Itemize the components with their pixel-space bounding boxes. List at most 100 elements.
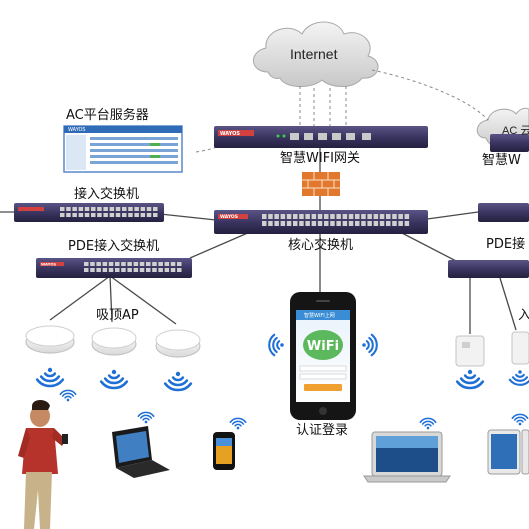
wifi-signal-icon <box>268 333 284 357</box>
switch-port <box>78 207 84 211</box>
switch-port <box>299 221 304 226</box>
panel-ap-2 <box>511 331 529 365</box>
switch-port <box>268 214 273 219</box>
switch-port <box>60 213 65 217</box>
switch-port <box>398 221 403 226</box>
small-phone <box>213 432 235 470</box>
switch-port <box>139 262 145 266</box>
switch-port <box>274 221 279 226</box>
switch-port <box>146 262 151 266</box>
switch-port <box>404 214 410 219</box>
wifi-signal-icon <box>137 411 155 424</box>
phone-wifi-logo: WiFi <box>307 339 339 354</box>
ac-server-screen: WAYOS <box>63 125 183 173</box>
switch-port <box>262 214 267 219</box>
access-switch-label: 接入交换机 <box>74 187 140 202</box>
wifi-gateway-device-right <box>490 134 529 152</box>
switch-port <box>324 214 329 219</box>
switch-port <box>392 214 397 219</box>
switch-port <box>108 262 114 266</box>
wifi-gateway-brand: WAYOS <box>220 131 240 137</box>
switch-port <box>90 262 95 266</box>
laptop-center <box>363 431 451 483</box>
switch-port <box>128 213 133 217</box>
ac-server-brand: WAYOS <box>68 127 86 133</box>
wifi-signal-icon <box>163 371 193 392</box>
switch-port <box>330 214 335 219</box>
switch-port <box>336 221 341 226</box>
switch-port <box>398 214 403 219</box>
switch-port <box>330 221 335 226</box>
switch-port <box>386 221 391 226</box>
wifi-signal-icon <box>455 369 485 390</box>
switch-port <box>60 207 65 211</box>
switch-port <box>348 221 354 226</box>
switch-port <box>293 214 298 219</box>
switch-port <box>72 207 77 211</box>
ac-server-label: AC平台服务器 <box>66 108 149 123</box>
switch-port <box>108 268 114 272</box>
switch-port <box>78 213 84 217</box>
switch-port <box>102 268 108 272</box>
switch-port <box>299 214 304 219</box>
switch-port <box>133 262 139 266</box>
switch-port <box>128 207 133 211</box>
switch-port <box>72 213 77 217</box>
switch-port <box>274 214 279 219</box>
internet-cloud <box>253 21 379 87</box>
switch-port <box>367 214 372 219</box>
switch-port <box>84 207 90 211</box>
core-switch-label: 核心交换机 <box>288 238 354 253</box>
switch-port <box>127 262 132 266</box>
switch-port <box>311 214 317 219</box>
wifi-signal-icon <box>99 369 129 390</box>
core-switch-device: WAYOS <box>214 210 428 234</box>
switch-port <box>121 262 126 266</box>
switch-port <box>109 207 115 211</box>
ceiling-ap-label: 吸顶AP <box>96 308 139 323</box>
switch-port <box>152 268 157 272</box>
core-switch-brand: WAYOS <box>220 214 238 220</box>
firewall-icon <box>302 172 340 196</box>
switch-port <box>153 213 158 217</box>
wifi-signal-icon <box>35 367 65 388</box>
switch-port <box>127 268 132 272</box>
switch-port <box>164 268 170 272</box>
switch-port <box>367 221 372 226</box>
wifi-signal-icon <box>59 389 77 402</box>
switch-port <box>348 214 354 219</box>
pde-switch-label: PDE接入交换机 <box>68 239 160 254</box>
switch-port <box>286 221 292 226</box>
network-links <box>0 148 517 334</box>
switch-port <box>404 221 410 226</box>
switch-port <box>115 268 120 272</box>
switch-port <box>392 221 397 226</box>
switch-port <box>170 262 176 266</box>
switch-port <box>115 207 121 211</box>
tablet-1 <box>487 429 521 475</box>
switch-port <box>96 268 101 272</box>
switch-port <box>177 262 182 266</box>
switch-port <box>122 207 127 211</box>
wifi-signal-icon <box>508 370 529 386</box>
switch-port <box>96 262 101 266</box>
switch-port <box>84 213 90 217</box>
panel-ap-1 <box>455 335 485 367</box>
switch-port <box>158 268 163 272</box>
switch-port <box>311 221 317 226</box>
access-switch-device-right <box>478 203 529 222</box>
switch-port <box>91 207 96 211</box>
wifi-signal-icon <box>229 417 247 430</box>
switch-port <box>342 214 348 219</box>
auth-login-label: 认证登录 <box>296 423 349 438</box>
switch-port <box>262 221 267 226</box>
switch-port <box>305 214 310 219</box>
switch-port <box>164 262 170 266</box>
switch-port <box>386 214 391 219</box>
ceiling-ap-1 <box>25 325 75 354</box>
switch-port <box>373 221 379 226</box>
laptop-left <box>112 426 170 478</box>
switch-port <box>324 221 329 226</box>
switch-port <box>373 214 379 219</box>
switch-port <box>280 214 286 219</box>
